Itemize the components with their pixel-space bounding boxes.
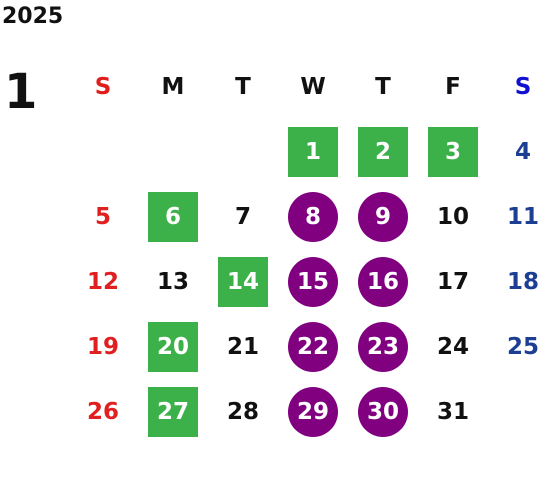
day-number: 30 [358,386,408,437]
empty-day-cell [208,119,278,184]
calendar-month: 1 [4,64,38,120]
day-cell[interactable]: 26 [68,379,138,444]
day-cell[interactable]: 10 [418,184,488,249]
day-number: 16 [358,256,408,307]
day-number: 22 [288,321,338,372]
day-number: 19 [86,333,119,360]
day-cell[interactable]: 9 [348,184,418,249]
day-number: 26 [86,398,119,425]
day-number: 10 [436,203,469,230]
weekday-header-sunday: S [94,73,112,100]
day-number: 18 [506,268,539,295]
weekday-header-tuesday: T [235,73,251,100]
day-number: 5 [94,203,111,230]
day-number: 7 [234,203,251,230]
day-number: 8 [288,191,338,242]
day-cell[interactable]: 14 [208,249,278,314]
day-cell[interactable]: 20 [138,314,208,379]
day-cell[interactable]: 24 [418,314,488,379]
day-number: 31 [436,398,469,425]
day-cell[interactable]: 29 [278,379,348,444]
day-cell[interactable]: 28 [208,379,278,444]
empty-day-cell [138,119,208,184]
day-cell[interactable]: 15 [278,249,348,314]
day-cell[interactable]: 1 [278,119,348,184]
day-cell[interactable]: 16 [348,249,418,314]
day-number: 4 [514,138,531,165]
day-cell[interactable]: 27 [138,379,208,444]
day-number: 21 [226,333,259,360]
day-number: 14 [218,256,268,307]
day-cell[interactable]: 11 [488,184,548,249]
day-cell[interactable]: 18 [488,249,548,314]
day-number: 12 [86,268,119,295]
day-number: 1 [288,126,338,177]
day-cell[interactable]: 7 [208,184,278,249]
day-number: 29 [288,386,338,437]
day-number: 13 [156,268,189,295]
weekday-header-thursday: T [375,73,391,100]
day-number: 2 [358,126,408,177]
day-cell[interactable]: 17 [418,249,488,314]
weekday-header-saturday: S [514,73,532,100]
day-number: 3 [428,126,478,177]
calendar-year: 2025 [2,4,64,29]
day-number: 17 [436,268,469,295]
day-cell[interactable]: 4 [488,119,548,184]
day-cell[interactable]: 21 [208,314,278,379]
day-number: 20 [148,321,198,372]
day-number: 15 [288,256,338,307]
day-number: 28 [226,398,259,425]
day-number: 6 [148,191,198,242]
day-cell[interactable]: 3 [418,119,488,184]
day-cell[interactable]: 13 [138,249,208,314]
day-cell[interactable]: 12 [68,249,138,314]
day-number: 27 [148,386,198,437]
day-number: 9 [358,191,408,242]
day-number: 23 [358,321,408,372]
day-cell[interactable]: 30 [348,379,418,444]
day-cell[interactable]: 5 [68,184,138,249]
day-cell[interactable]: 31 [418,379,488,444]
weekday-header-monday: M [161,73,185,100]
day-cell[interactable]: 2 [348,119,418,184]
empty-day-cell [68,119,138,184]
day-cell[interactable]: 22 [278,314,348,379]
empty-day-cell [488,379,548,444]
day-cell[interactable]: 8 [278,184,348,249]
weekday-header-wednesday: W [300,73,326,100]
weekday-header-friday: F [445,73,461,100]
day-number: 25 [506,333,539,360]
day-cell[interactable]: 25 [488,314,548,379]
day-number: 11 [506,203,539,230]
day-cell[interactable]: 23 [348,314,418,379]
day-number: 24 [436,333,469,360]
day-cell[interactable]: 19 [68,314,138,379]
day-cell[interactable]: 6 [138,184,208,249]
